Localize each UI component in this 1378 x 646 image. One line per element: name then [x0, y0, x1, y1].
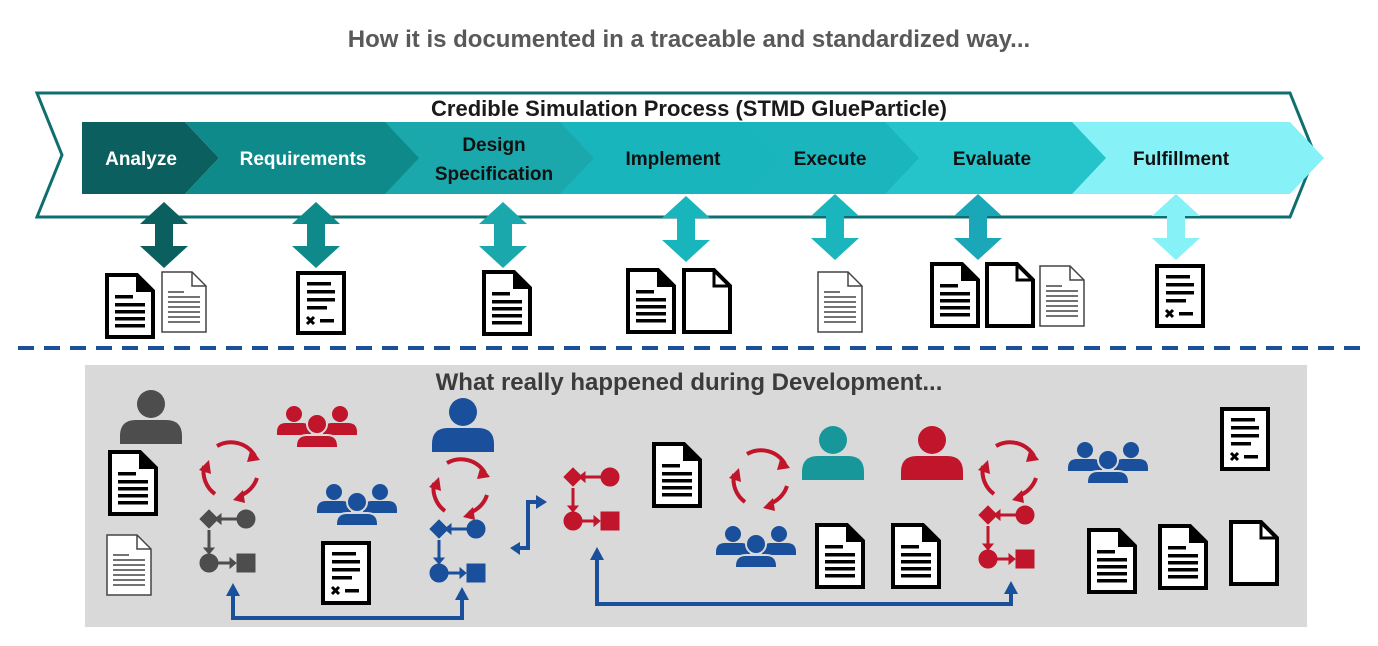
document-light-icon — [1039, 265, 1085, 327]
document-icon — [652, 442, 702, 508]
document-icon — [482, 270, 532, 336]
document-light-icon — [161, 271, 207, 333]
process-step-5 — [745, 122, 949, 194]
process-step-label: Specification — [435, 164, 553, 185]
process-step-3 — [385, 122, 634, 194]
test-report-icon — [1155, 264, 1205, 328]
connector-arrow — [518, 500, 538, 550]
test-report-icon — [321, 541, 371, 605]
test-report-icon — [296, 271, 346, 335]
document-icon — [930, 262, 980, 328]
process-step-1 — [82, 122, 219, 194]
process-step-4 — [560, 122, 819, 194]
process-step-label: Execute — [794, 149, 867, 170]
document-icon — [815, 523, 865, 589]
document-icon — [108, 450, 158, 516]
process-step-2 — [185, 122, 454, 194]
document-icon — [105, 273, 155, 339]
process-step-label: Requirements — [240, 149, 367, 170]
document-outline-icon — [1229, 520, 1279, 586]
document-icon — [1087, 528, 1137, 594]
process-step-label: Implement — [625, 149, 721, 170]
connector-arrow — [231, 592, 464, 620]
document-icon — [626, 268, 676, 334]
development-title: What really happened during Development.… — [435, 369, 943, 396]
process-step-label: Design — [462, 135, 525, 156]
document-light-icon — [817, 271, 863, 333]
process-step-label: Analyze — [105, 149, 177, 170]
process-title: Credible Simulation Process (STMD GluePa… — [431, 96, 947, 121]
document-icon — [1158, 524, 1208, 590]
test-report-icon — [1220, 407, 1270, 471]
connector-arrows — [231, 500, 1013, 620]
document-outline-icon — [682, 268, 732, 334]
document-light-icon — [106, 534, 152, 596]
process-step-label: Fulfillment — [1133, 149, 1230, 170]
connector-arrowheads — [226, 495, 1018, 600]
document-icon — [891, 523, 941, 589]
document-outline-icon — [985, 262, 1035, 328]
connector-arrow — [595, 556, 1013, 606]
process-step-7 — [1072, 122, 1324, 194]
page-title: How it is documented in a traceable and … — [347, 26, 1031, 53]
process-documents — [105, 262, 1205, 339]
process-step-6 — [885, 122, 1139, 194]
process-step-label: Evaluate — [953, 149, 1031, 170]
